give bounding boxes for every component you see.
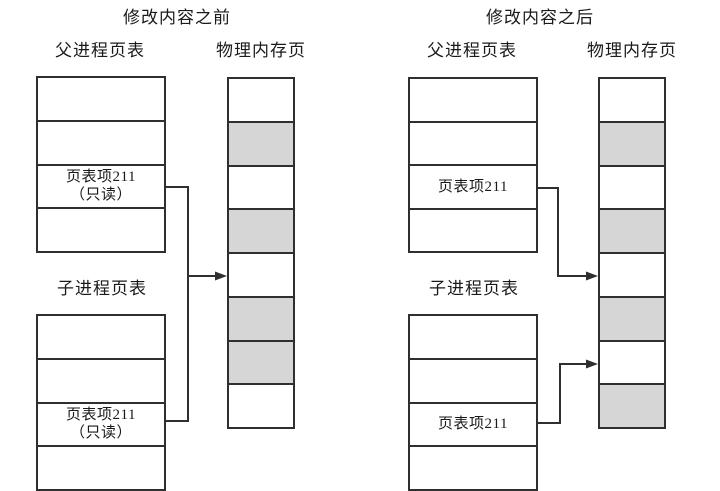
entry-readonly-label: （只读）	[69, 425, 132, 442]
page-table-row	[410, 316, 536, 358]
page-table-row	[38, 357, 164, 402]
page-table-entry-211: 页表项211	[410, 164, 536, 208]
after-parent-arrowhead	[586, 271, 598, 281]
panel-after-title: 修改内容之后	[486, 8, 594, 27]
after-child-arrowhead	[586, 359, 598, 369]
before-physical-memory-column	[227, 77, 295, 429]
entry-label: 页表项211	[438, 178, 508, 195]
after-parent-table-label: 父进程页表	[427, 41, 517, 60]
page-table-row	[38, 207, 164, 251]
after-child-page-table: 页表项211	[408, 314, 538, 491]
memory-page-cell	[229, 383, 293, 427]
entry-readonly-label: （只读）	[69, 187, 132, 204]
memory-page-cell	[229, 164, 293, 209]
memory-page-cell	[600, 383, 664, 427]
memory-page-cell	[600, 79, 664, 121]
after-child-connector-line	[536, 363, 589, 424]
memory-page-cell	[600, 208, 664, 252]
page-table-row	[410, 445, 536, 489]
memory-page-cell	[229, 295, 293, 340]
entry-label: 页表项211	[66, 169, 136, 186]
entry-label: 页表项211	[438, 416, 508, 433]
after-parent-page-table: 页表项211	[408, 77, 538, 253]
panel-before-title: 修改内容之前	[123, 8, 231, 27]
memory-page-cell	[229, 79, 293, 121]
before-physical-memory-label: 物理内存页	[216, 41, 306, 60]
page-table-row	[410, 79, 536, 121]
before-parent-table-label: 父进程页表	[55, 41, 145, 60]
entry-label: 页表项211	[66, 407, 136, 424]
page-table-entry-211: 页表项211 （只读）	[38, 163, 164, 208]
page-table-row	[38, 119, 164, 164]
after-parent-connector-line	[536, 187, 589, 277]
memory-page-cell	[600, 252, 664, 296]
page-table-row	[410, 120, 536, 165]
before-parent-page-table: 页表项211 （只读）	[36, 76, 166, 253]
after-child-table-label: 子进程页表	[429, 279, 519, 298]
page-table-row	[410, 357, 536, 402]
page-table-row	[38, 78, 164, 120]
after-physical-memory-label: 物理内存页	[587, 41, 677, 60]
page-table-row	[38, 445, 164, 489]
page-table-row	[38, 316, 164, 358]
memory-page-cell	[229, 252, 293, 296]
memory-page-cell	[229, 208, 293, 252]
before-child-page-table: 页表项211 （只读）	[36, 314, 166, 491]
before-child-table-label: 子进程页表	[57, 279, 147, 298]
memory-page-cell	[600, 120, 664, 165]
page-table-row	[410, 207, 536, 252]
memory-page-cell	[229, 120, 293, 165]
page-table-entry-211: 页表项211	[410, 401, 536, 446]
before-shared-connector-line	[164, 186, 189, 422]
memory-page-cell	[600, 164, 664, 209]
before-arrowhead	[215, 271, 227, 281]
after-physical-memory-column	[598, 77, 666, 429]
page-table-entry-211: 页表项211 （只读）	[38, 401, 164, 446]
memory-page-cell	[600, 339, 664, 384]
memory-page-cell	[600, 295, 664, 340]
memory-page-cell	[229, 339, 293, 384]
